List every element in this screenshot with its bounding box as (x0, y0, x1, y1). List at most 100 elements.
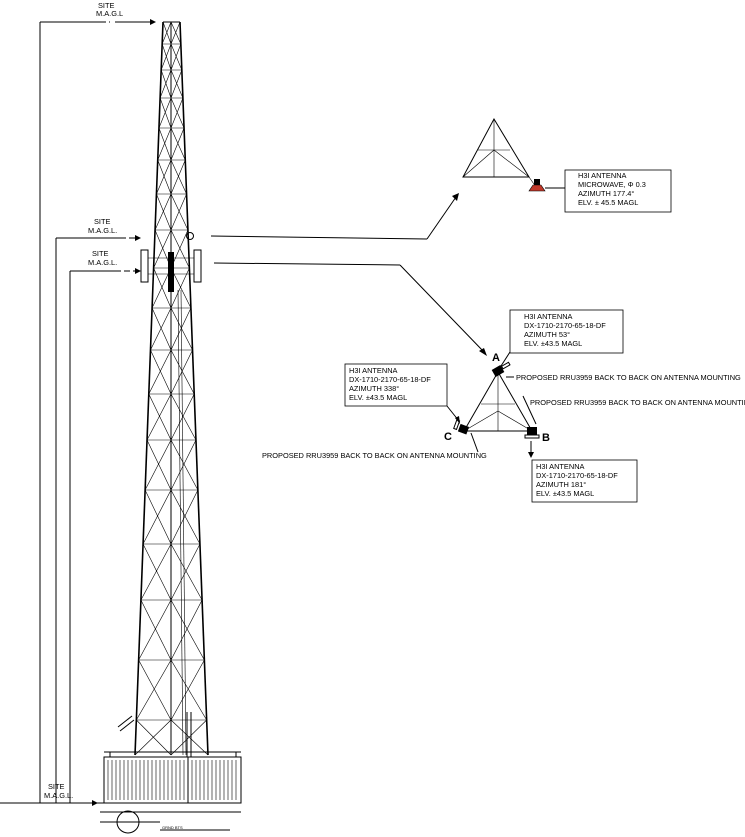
tower-antenna-left (140, 249, 149, 283)
tower-brace (170, 489, 199, 545)
sector-a-line-4: ELV. ±43.5 MAGL (524, 339, 582, 348)
elev-label-top-1: SITE (98, 1, 114, 10)
sector-a-letter: A (492, 352, 500, 364)
sector-c-antenna-box (344, 363, 448, 407)
sector-c-line-1: H3I ANTENNA (349, 366, 398, 375)
tower-microwave-dish (186, 232, 194, 240)
tower-brace (170, 159, 187, 195)
tower-brace (136, 659, 172, 721)
tower-brace (136, 719, 172, 756)
microwave-dish-icon (528, 179, 546, 192)
tower-brace (153, 229, 172, 269)
sector-a-antenna-icon (491, 361, 511, 377)
tower-brace (170, 267, 192, 309)
tower-brace (170, 69, 184, 99)
mw-box-line-3: AZIMUTH 177.4° (578, 189, 634, 198)
rru-note-c: PROPOSED RRU3959 BACK TO BACK ON ANTENNA… (262, 451, 487, 460)
mw-box-line-1: H3I ANTENNA (578, 171, 627, 180)
rru-note-a: PROPOSED RRU3959 BACK TO BACK ON ANTENNA… (516, 373, 741, 382)
sector-b-line-2: DX-1710-2170-65-18-DF (536, 471, 618, 480)
tower-brace (170, 393, 197, 441)
elev-label-gnd-2: M.A.G.L. (44, 791, 73, 800)
tower-brace (160, 43, 172, 71)
sector-b-line-4: ELV. ±43.5 MAGL (536, 489, 594, 498)
tower-brace (170, 599, 205, 661)
tower-brace (138, 659, 172, 721)
tower-brace (140, 543, 172, 601)
tower-brace (150, 307, 172, 351)
elev-label-gnd-1: SITE (48, 782, 64, 791)
sector-plan-detail: A B C H3I ANTENNA DX-1710-2170-65-18-DF … (262, 309, 745, 503)
tower-brace (170, 229, 190, 269)
tower-brace (170, 349, 195, 395)
tower-brace (153, 267, 172, 309)
tower-brace (170, 97, 184, 129)
microwave-antenna-box (564, 169, 672, 213)
tower-brace (156, 159, 172, 195)
sector-c-line-4: ELV. ±43.5 MAGL (349, 393, 407, 402)
tower-antenna-center (168, 252, 174, 292)
tower-brace (170, 439, 197, 491)
elev-label-mw-1: SITE (94, 217, 110, 226)
tower-brace (170, 659, 207, 721)
tower-brace (170, 127, 186, 161)
sector-a-antenna-box (509, 309, 624, 354)
tower-brace (161, 43, 172, 71)
tower-brace (170, 599, 203, 661)
base-hatching (107, 760, 237, 800)
tower-brace (170, 43, 182, 71)
tower-brace (154, 193, 172, 231)
tower-brace (142, 543, 172, 601)
elev-label-ant-1: SITE (92, 249, 108, 258)
sector-b-line-3: AZIMUTH 181° (536, 480, 586, 489)
sector-b-antenna-icon (524, 427, 540, 439)
tower-brace (140, 599, 172, 661)
tower-brace (170, 159, 186, 195)
mw-box-line-4: ELV. ± 45.5 MAGL (578, 198, 638, 207)
ground-note: GRND BTS (162, 825, 183, 830)
elevation-leaders: SITE M.A.G.L SITE M.A.G.L. SITE M.A.G.L.… (0, 1, 156, 806)
detail-leaders (210, 193, 487, 356)
elev-label-top-2: M.A.G.L (96, 9, 123, 18)
microwave-plan-detail: H3I ANTENNA MICROWAVE, Φ 0.3 AZIMUTH 177… (462, 117, 672, 213)
tower-brace (170, 439, 199, 491)
tower-brace (151, 267, 172, 309)
sector-a-line-2: DX-1710-2170-65-18-DF (524, 321, 606, 330)
tower-brace (142, 489, 172, 545)
tower-brace (151, 307, 172, 351)
sector-c-letter: C (444, 431, 452, 443)
tower-brace (170, 489, 201, 545)
sector-b-antenna-box (531, 459, 638, 503)
tower-brace (134, 719, 172, 756)
lattice-tower (134, 21, 209, 756)
tower-brace (170, 307, 192, 351)
sector-c-line-3: AZIMUTH 338° (349, 384, 399, 393)
tower-brace (150, 349, 172, 395)
tower-brace (156, 193, 172, 231)
tower-brace (157, 159, 172, 195)
sector-b-letter: B (542, 432, 550, 444)
elev-label-ant-2: M.A.G.L. (88, 258, 117, 267)
elev-label-mw-2: M.A.G.L. (88, 226, 117, 235)
tower-brace (159, 69, 172, 99)
tower-brace (170, 127, 185, 161)
tower-brace (170, 193, 187, 231)
sector-c-antenna-icon (453, 419, 470, 435)
tower-brace (158, 127, 172, 161)
tower-brace (157, 127, 172, 161)
tower-brace (161, 21, 172, 45)
tower-brace (144, 489, 172, 545)
tower-brace (170, 719, 209, 756)
sector-a-line-1: H3I ANTENNA (524, 312, 573, 321)
tower-brace (170, 193, 189, 231)
tower-brace (146, 393, 172, 441)
sector-a-line-3: AZIMUTH 53° (524, 330, 570, 339)
tower-brace (170, 307, 193, 351)
sector-b-line-1: H3I ANTENNA (536, 462, 585, 471)
tower-base-shelter: GRND BTS (30, 712, 242, 834)
mw-box-line-2: MICROWAVE, Φ 0.3 (578, 180, 646, 189)
tower-brace (162, 21, 172, 45)
sector-c-line-2: DX-1710-2170-65-18-DF (349, 375, 431, 384)
tower-brace (170, 267, 190, 309)
